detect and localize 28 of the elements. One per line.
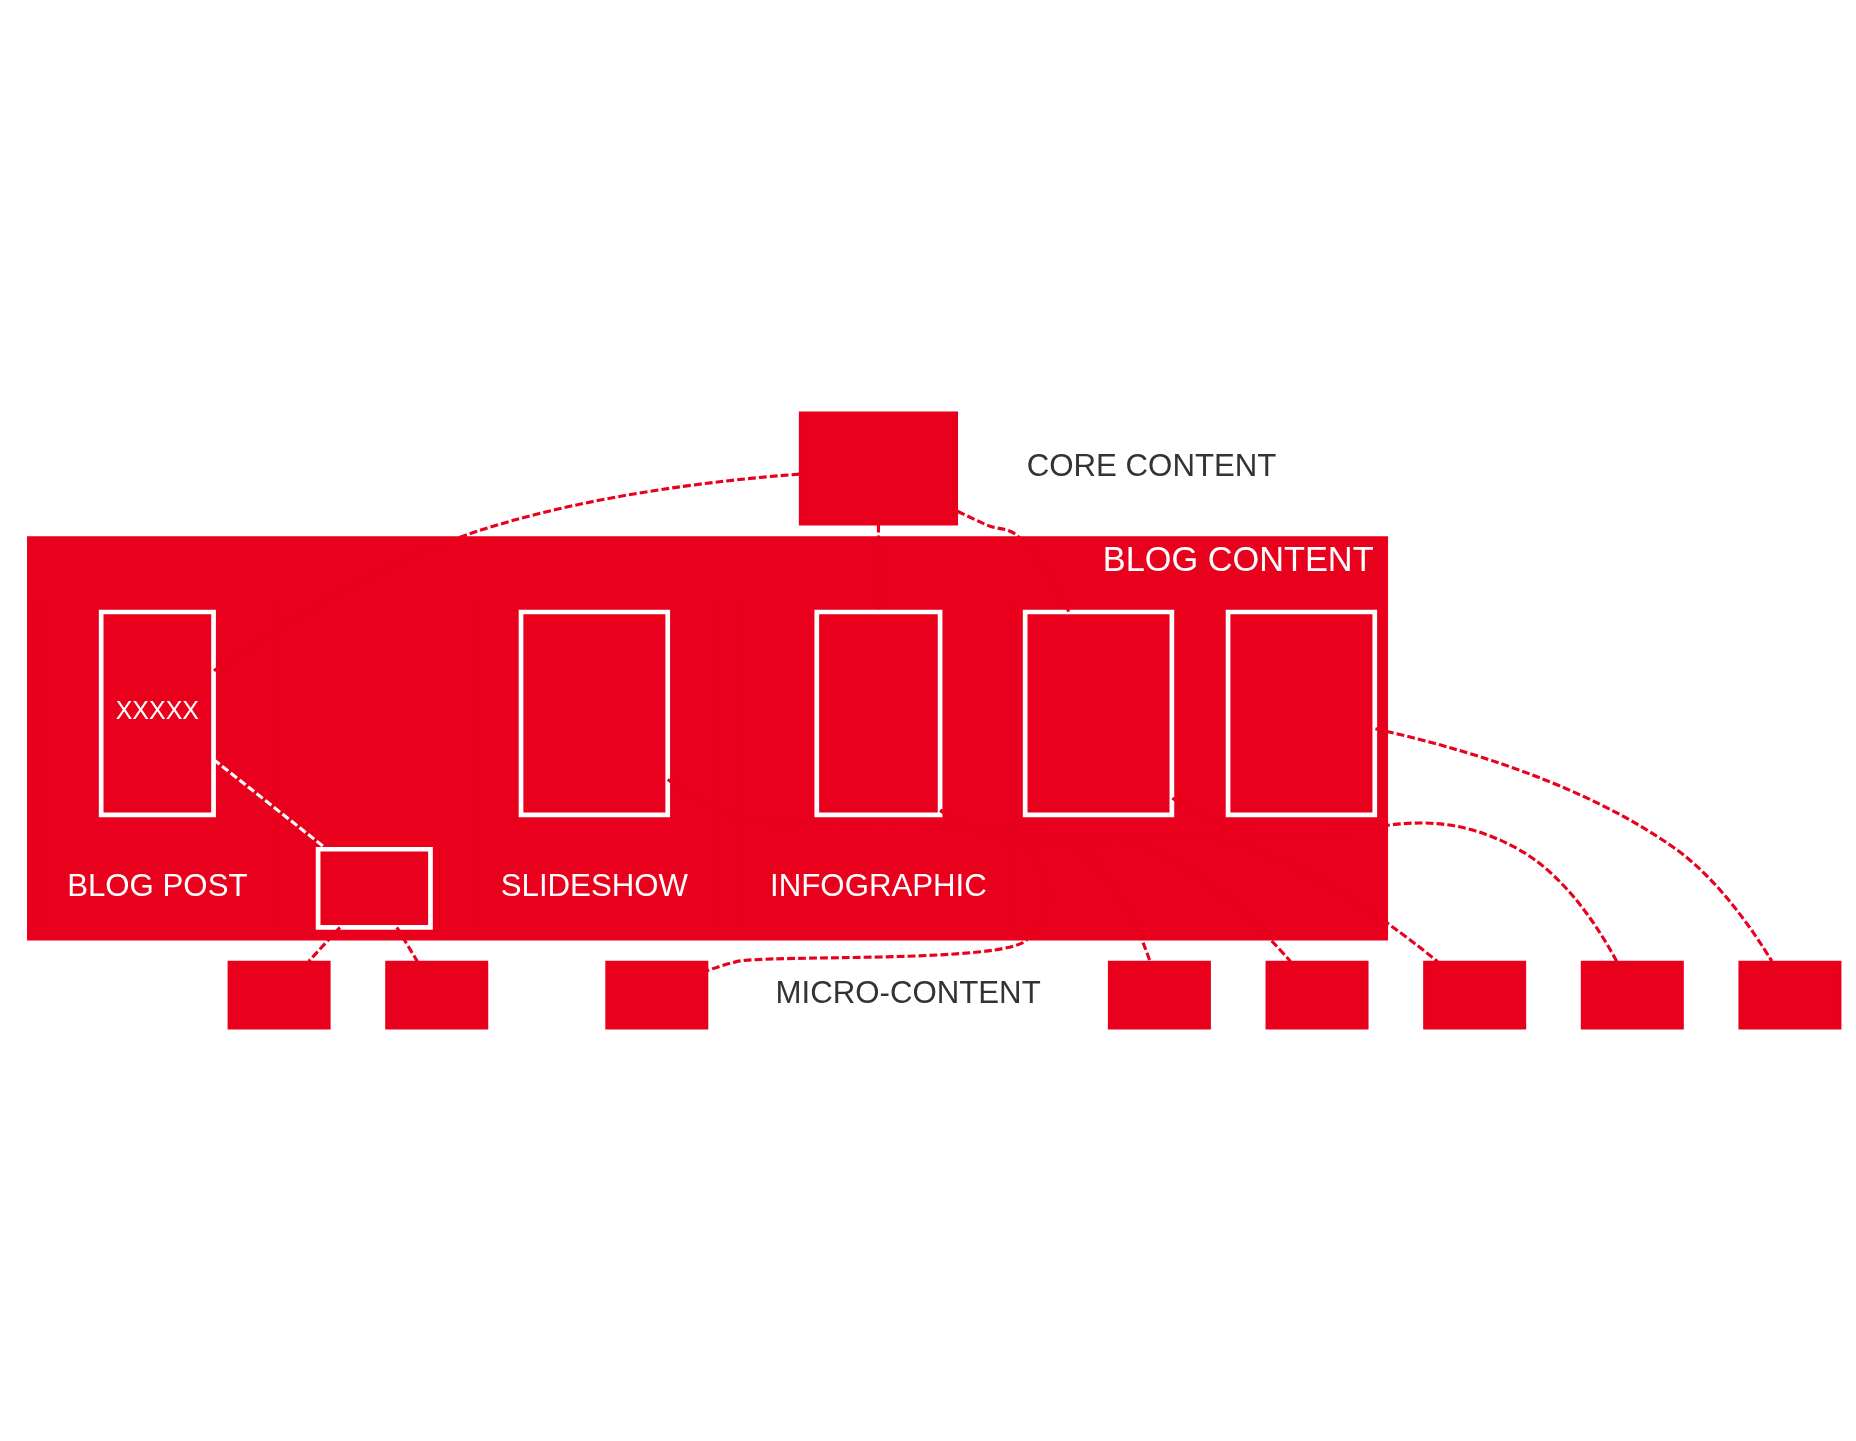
node-label: INFOGRAPHIC — [770, 868, 987, 904]
node-box: XXXXX — [98, 609, 216, 818]
connector — [213, 472, 800, 672]
node-box — [1265, 960, 1369, 1030]
node-box — [227, 960, 331, 1030]
node-box — [814, 609, 943, 818]
node-box — [798, 411, 959, 526]
connector — [956, 509, 1071, 613]
node-box — [1225, 609, 1378, 818]
connector — [939, 809, 1439, 963]
node-box — [1107, 960, 1211, 1030]
connector — [307, 926, 342, 963]
connector — [939, 808, 1292, 963]
node-box — [315, 846, 433, 930]
node-label: SLIDESHOW — [500, 868, 689, 904]
node-label: BLOG POST — [67, 868, 248, 904]
node-box — [1423, 960, 1527, 1030]
node-box — [605, 960, 709, 1030]
connector — [1171, 796, 1619, 963]
node-label: CORE CONTENT — [1026, 448, 1277, 484]
node-box — [1022, 609, 1175, 818]
node-box — [1738, 960, 1842, 1030]
connector — [395, 926, 419, 963]
label: MICRO-CONTENT — [775, 975, 1041, 1010]
connector — [1375, 727, 1774, 962]
node-box — [385, 960, 489, 1030]
node-box — [1580, 960, 1684, 1030]
node-box — [518, 609, 671, 818]
